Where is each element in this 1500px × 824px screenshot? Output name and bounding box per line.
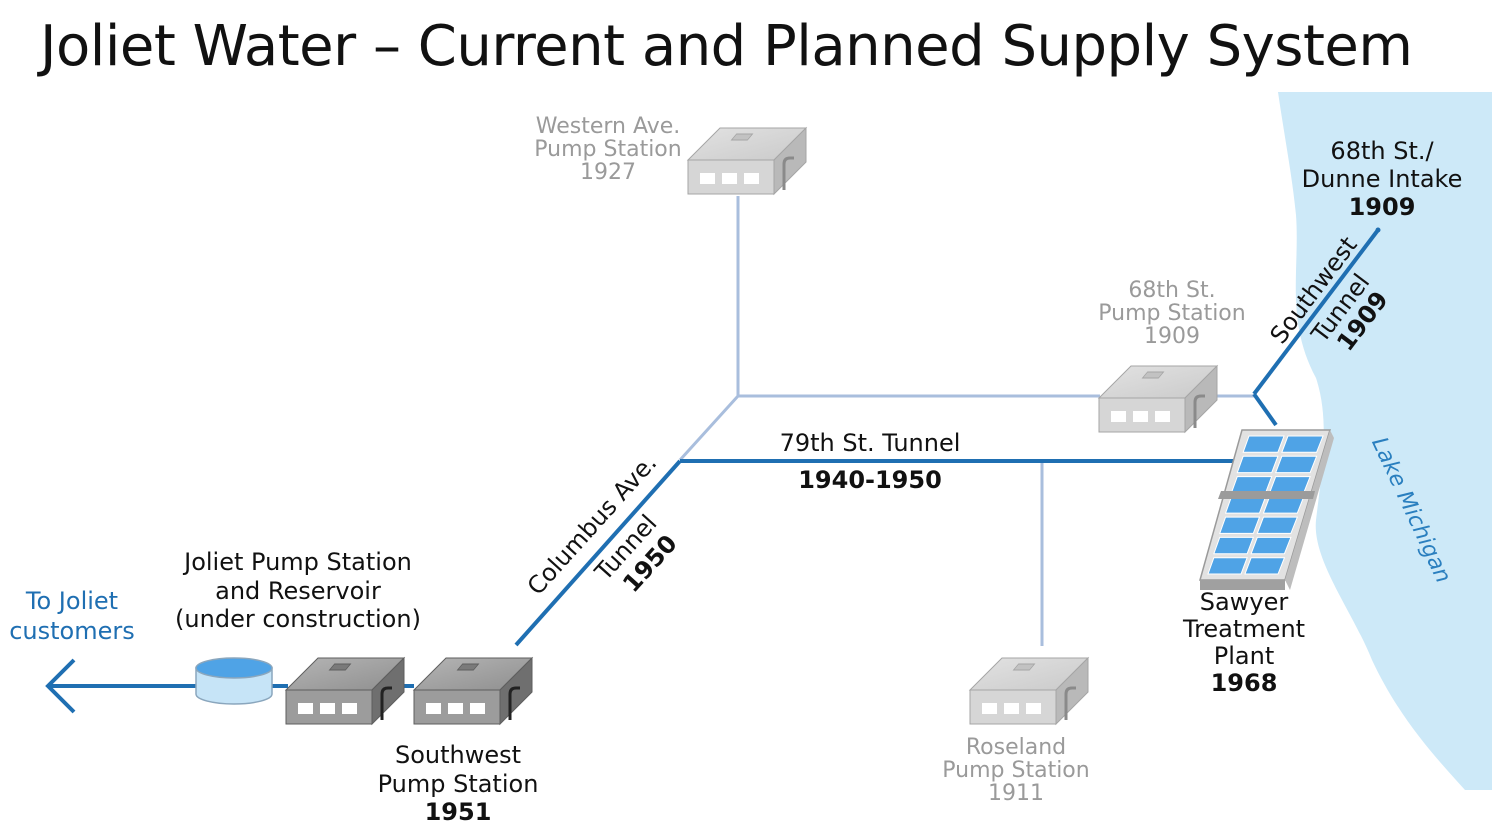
roseland-line2: Pump Station — [942, 758, 1089, 783]
buildings-layer — [284, 126, 1219, 726]
southwest-pump-label: Southwest Pump Station 1951 — [378, 741, 539, 824]
sawyer-year: 1968 — [1211, 669, 1278, 697]
roseland-pump-station-icon — [968, 656, 1090, 726]
lake-michigan-shape — [1278, 92, 1492, 790]
st68-pump-year: 1909 — [1144, 324, 1200, 349]
joliet-pump-line2: and Reservoir — [215, 577, 381, 605]
intake-icon — [1375, 227, 1381, 233]
st79-tunnel-name: 79th St. Tunnel — [780, 429, 961, 457]
roseland-line1: Roseland — [966, 735, 1066, 760]
intake-year: 1909 — [1349, 193, 1416, 221]
western-ave-year: 1927 — [580, 160, 636, 185]
western-ave-line2: Pump Station — [534, 137, 681, 162]
st68-pump-line1: 68th St. — [1128, 278, 1215, 303]
destination-line2: customers — [9, 617, 135, 645]
st68-pump-station-icon — [1097, 364, 1219, 434]
western-ave-line1: Western Ave. — [536, 114, 681, 139]
arrow-left-icon — [45, 658, 76, 714]
columbus-upper-pipe — [678, 394, 740, 462]
southwest-pump-station-icon — [412, 656, 534, 726]
western-ave-label: Western Ave. Pump Station 1927 — [534, 114, 681, 185]
southwest-tunnel-line — [1252, 228, 1380, 396]
joliet-pump-station-icon — [284, 656, 406, 726]
st68-pump-label: 68th St. Pump Station 1909 — [1098, 278, 1245, 349]
intake-to-plant-line — [1252, 392, 1278, 427]
sawyer-line2: Treatment — [1182, 615, 1305, 643]
southwest-pump-line1: Southwest — [395, 741, 521, 769]
intake-line2: Dunne Intake — [1302, 165, 1463, 193]
intake-label: 68th St./ Dunne Intake 1909 — [1302, 137, 1463, 221]
intake-line1: 68th St./ — [1330, 137, 1434, 165]
destination-label: To Joliet customers — [9, 587, 135, 645]
sawyer-line1: Sawyer — [1200, 588, 1289, 616]
st68-pump-line2: Pump Station — [1098, 301, 1245, 326]
columbus-tunnel-line — [514, 459, 682, 647]
joliet-pump-line1: Joliet Pump Station — [182, 548, 412, 576]
roseland-label: Roseland Pump Station 1911 — [942, 735, 1089, 806]
treatment-plant-icon — [1199, 429, 1334, 590]
page-title: Joliet Water – Current and Planned Suppl… — [40, 14, 1413, 79]
inactive-pipes — [678, 196, 1254, 646]
joliet-pump-label: Joliet Pump Station and Reservoir (under… — [175, 548, 421, 633]
columbus-tunnel-label: Columbus Ave. Tunnel 1950 — [522, 449, 683, 601]
southwest-pump-line2: Pump Station — [378, 770, 539, 798]
destination-line1: To Joliet — [25, 587, 118, 615]
western-ave-pump-station-icon — [686, 126, 808, 196]
roseland-year: 1911 — [988, 781, 1044, 806]
sawyer-line3: Plant — [1214, 642, 1274, 670]
sawyer-label: Sawyer Treatment Plant 1968 — [1182, 588, 1305, 697]
joliet-pump-line3: (under construction) — [175, 605, 421, 633]
st79-tunnel-year: 1940-1950 — [798, 466, 942, 494]
reservoir-icon — [195, 657, 273, 705]
southwest-pump-year: 1951 — [425, 798, 492, 824]
st79-tunnel-label: 79th St. Tunnel 1940-1950 — [780, 429, 961, 494]
active-pipes — [48, 228, 1380, 688]
